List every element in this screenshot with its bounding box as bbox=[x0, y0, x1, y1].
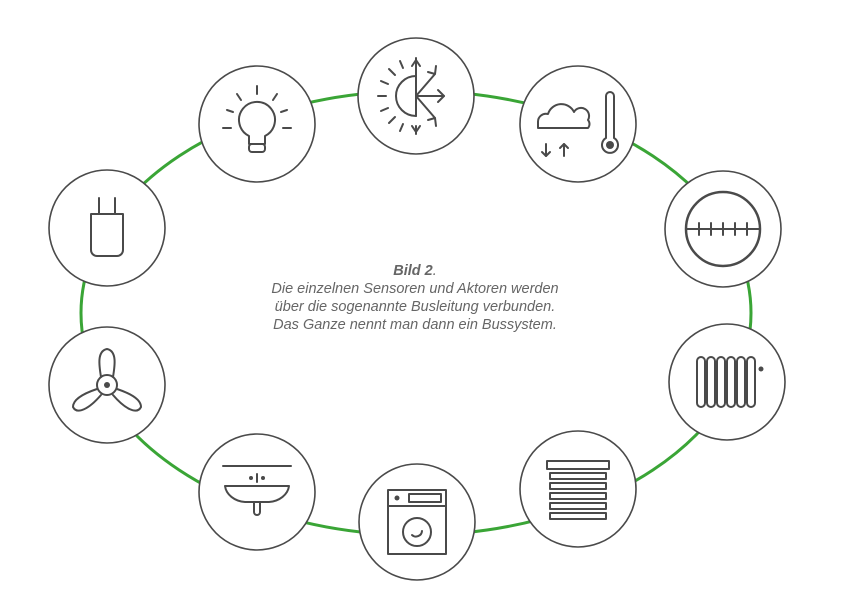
power-plug-icon bbox=[90, 197, 124, 257]
weather-thermometer-icon bbox=[537, 91, 619, 157]
node-light-bulb bbox=[198, 65, 316, 183]
washing-machine-icon bbox=[387, 489, 447, 555]
sun-snowflake-icon bbox=[377, 57, 445, 135]
figure-caption: Bild 2. Die einzelnen Sensoren und Aktor… bbox=[200, 262, 630, 334]
node-blinds bbox=[519, 430, 637, 548]
node-power-plug bbox=[48, 169, 166, 287]
node-meter bbox=[664, 170, 782, 288]
caption-title-suffix: . bbox=[432, 263, 437, 279]
window-blinds-icon bbox=[546, 460, 610, 520]
node-fan bbox=[48, 326, 166, 444]
sink-icon bbox=[222, 465, 292, 516]
caption-line-2: über die sogenannte Busleitung verbunden… bbox=[274, 299, 556, 315]
caption-title-line: Bild 2. bbox=[200, 262, 630, 280]
fan-icon bbox=[72, 348, 142, 412]
light-bulb-icon bbox=[222, 85, 292, 153]
node-weather-thermometer bbox=[519, 65, 637, 183]
node-sink bbox=[198, 433, 316, 551]
radiator-icon bbox=[696, 356, 764, 408]
caption-title: Bild 2 bbox=[393, 263, 433, 279]
node-washing-machine bbox=[358, 463, 476, 581]
caption-line-3: Das Ganze nennt man dann ein Bussystem. bbox=[273, 317, 557, 333]
meter-gauge-icon bbox=[684, 190, 762, 268]
caption-line-1: Die einzelnen Sensoren und Aktoren werde… bbox=[271, 281, 559, 297]
node-radiator bbox=[668, 323, 786, 441]
node-sun-snowflake bbox=[357, 37, 475, 155]
